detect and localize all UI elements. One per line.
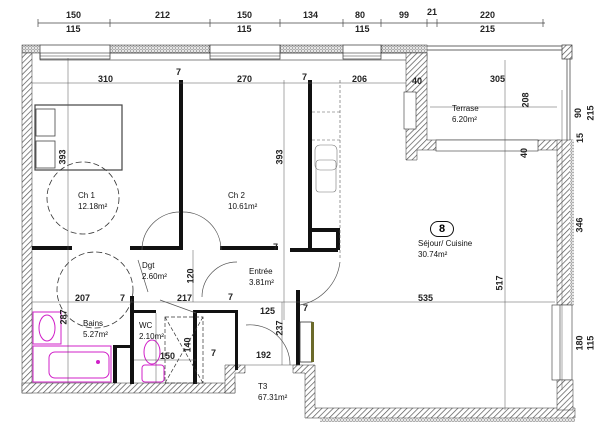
right-dim-1: 90 bbox=[573, 107, 584, 119]
dim-entree-depth: 237 bbox=[274, 320, 285, 336]
dim-terrace-wall: 40 bbox=[412, 76, 423, 86]
top-dim-4: 134 bbox=[303, 10, 319, 20]
washbasin-icon bbox=[32, 311, 62, 345]
right-dim-4-bottom: 115 bbox=[585, 335, 596, 351]
toilet-icon bbox=[143, 339, 161, 365]
turning-circle-ch1 bbox=[46, 161, 120, 235]
bed-icon bbox=[34, 104, 123, 171]
bottom-wall-left bbox=[21, 382, 236, 394]
dim-wc-depth: 140 bbox=[182, 337, 193, 353]
interior-dim-lines bbox=[32, 58, 563, 410]
right-dim-3: 346 bbox=[574, 217, 585, 233]
dim-wall-7a: 7 bbox=[176, 67, 182, 77]
top-dim-1: 150 bbox=[66, 10, 82, 20]
dim-bains-width: 207 bbox=[75, 293, 91, 303]
top-dimension-line bbox=[37, 19, 545, 27]
top-dim-8-bottom: 215 bbox=[480, 24, 496, 34]
top-dim-3: 150 bbox=[237, 10, 253, 20]
turning-circle-bains bbox=[56, 251, 134, 329]
top-dim-2: 212 bbox=[155, 10, 171, 20]
bath-fixtures bbox=[32, 311, 165, 383]
dim-wall-7b: 7 bbox=[302, 72, 308, 82]
top-dim-6: 99 bbox=[399, 10, 410, 20]
dim-ch1-width: 310 bbox=[98, 74, 114, 84]
dim-sejour-width: 535 bbox=[418, 293, 434, 303]
right-dim-2: 15 bbox=[575, 132, 586, 144]
top-dim-8: 220 bbox=[480, 10, 496, 20]
dim-dgt-depth: 120 bbox=[185, 268, 196, 284]
dim-kitchen-width: 206 bbox=[352, 74, 368, 84]
dim-wall-7f: 7 bbox=[211, 348, 217, 358]
top-wall bbox=[21, 44, 428, 61]
kitchen-sink-icon bbox=[314, 144, 338, 193]
top-dim-5-bottom: 115 bbox=[355, 24, 370, 34]
wc-clearance bbox=[164, 316, 204, 384]
top-dim-5: 80 bbox=[355, 10, 366, 20]
dim-wall-7e: 7 bbox=[303, 303, 309, 313]
dim-ch2-depth: 393 bbox=[274, 149, 285, 165]
dim-terrace-wall-2: 40 bbox=[519, 147, 530, 159]
dim-wc-width: 150 bbox=[160, 351, 176, 361]
dim-wall-7g: 7 bbox=[273, 242, 279, 252]
dim-entrance-door: 192 bbox=[256, 350, 272, 360]
dim-terrace-depth: 208 bbox=[520, 92, 531, 108]
dim-wall-7c: 7 bbox=[120, 293, 126, 303]
interior-walls bbox=[32, 80, 340, 384]
terrace-railing bbox=[427, 44, 573, 140]
dim-ch2-width: 270 bbox=[237, 74, 253, 84]
dim-ch1-depth: 393 bbox=[57, 149, 68, 165]
top-dim-7: 21 bbox=[427, 7, 438, 17]
bottom-wall-right bbox=[292, 364, 576, 419]
dim-dgt-width: 217 bbox=[177, 293, 193, 303]
dim-sejour-depth: 517 bbox=[494, 275, 505, 291]
top-dim-1-bottom: 115 bbox=[66, 24, 81, 34]
left-wall bbox=[21, 52, 33, 394]
bathtub-icon bbox=[32, 345, 112, 383]
room-number-badge: 8 bbox=[430, 221, 454, 237]
dim-entree-width: 125 bbox=[260, 306, 276, 316]
top-dim-3-bottom: 115 bbox=[237, 24, 252, 34]
door-swings bbox=[137, 211, 341, 366]
dim-wall-7d: 7 bbox=[228, 292, 234, 302]
dim-bains-depth: 287 bbox=[58, 309, 69, 325]
dim-terrace-width: 305 bbox=[490, 74, 506, 84]
right-dim-4: 180 bbox=[574, 335, 585, 351]
right-dim-1-bottom: 215 bbox=[585, 105, 596, 121]
kitchen-counter bbox=[312, 80, 341, 260]
